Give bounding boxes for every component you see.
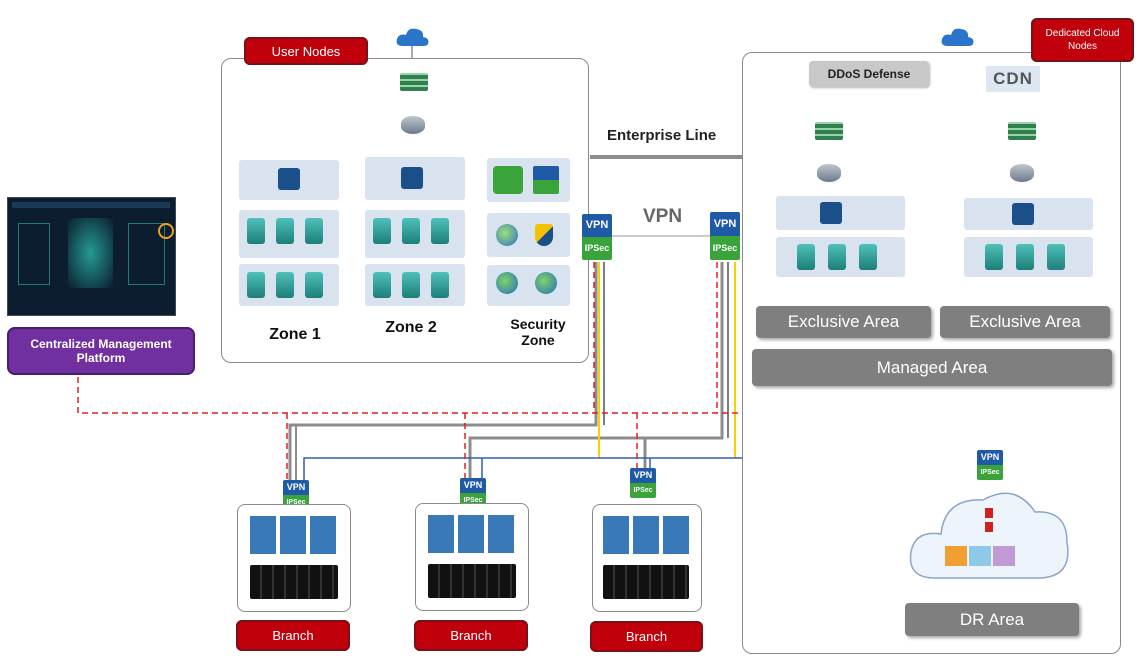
vpn-ssl-icon <box>493 166 523 194</box>
network-security-icon <box>496 224 518 246</box>
vpn-badge-bottom: IPSec <box>582 237 612 260</box>
server-icon <box>431 218 449 244</box>
globe-icon <box>535 272 557 294</box>
managed-area: Managed Area <box>752 349 1112 386</box>
server-icon <box>1016 244 1034 270</box>
cdn-box: CDN <box>986 66 1040 92</box>
firewall-icon <box>400 73 428 91</box>
shield-icon <box>535 224 553 246</box>
router-icon <box>401 116 425 134</box>
exclusive-area-2: Exclusive Area <box>940 306 1110 338</box>
router-icon <box>1010 164 1034 182</box>
ddos-label: DDoS Defense <box>827 67 911 81</box>
cloud-icon <box>941 28 974 46</box>
vpn-badge-right: VPN IPSec <box>710 212 740 260</box>
management-platform-label: Centralized Management Platform <box>7 327 195 375</box>
server-icon <box>828 244 846 270</box>
globe-icon <box>496 272 518 294</box>
server-icon <box>1047 244 1065 270</box>
dr-area-label: DR Area <box>959 609 1025 629</box>
management-label-text: Centralized Management Platform <box>30 337 172 365</box>
vpn-badge-top: VPN <box>460 478 486 493</box>
dr-area: DR Area <box>905 603 1079 636</box>
server-icon <box>431 272 449 298</box>
branch-1-nodes <box>250 516 336 554</box>
server-icon <box>859 244 877 270</box>
branch-1-tag: Branch <box>236 620 350 651</box>
branch-2-server-chassis <box>428 564 516 598</box>
vpn-label: VPN <box>643 206 683 227</box>
vpn-badge-left: VPN IPSec <box>582 214 612 260</box>
branch-3-server-chassis <box>603 565 689 599</box>
router-icon <box>817 164 841 182</box>
vpn-badge-branch-3: VPN IPSec <box>630 468 656 498</box>
server-icon <box>373 218 391 244</box>
server-icon <box>797 244 815 270</box>
switch-icon <box>820 202 842 224</box>
managed-area-label: Managed Area <box>876 357 988 377</box>
server-icon <box>402 272 420 298</box>
server-icon <box>373 272 391 298</box>
server-icon <box>402 218 420 244</box>
branch-2-label: Branch <box>450 628 492 643</box>
vpn-badge-top: VPN <box>582 214 612 237</box>
server-icon <box>276 218 294 244</box>
server-icon <box>276 272 294 298</box>
branch-2-nodes <box>428 515 514 553</box>
switch-icon <box>1012 203 1034 225</box>
management-screenshot <box>7 197 176 316</box>
dr-cloud-icon <box>909 492 1069 579</box>
vpn-badge-top: VPN <box>977 450 1003 465</box>
zone1-label: Zone 1 <box>269 326 321 343</box>
ddos-defense-box: DDoS Defense <box>809 61 929 87</box>
vpn-badge-bottom: IPSec <box>630 483 656 498</box>
exclusive-area-1-label: Exclusive Area <box>787 312 900 331</box>
server-icon <box>305 272 323 298</box>
branch-1-server-chassis <box>250 565 338 599</box>
dedicated-cloud-tag-text: Dedicated Cloud Nodes <box>1045 28 1120 52</box>
dedicated-cloud-tag: Dedicated Cloud Nodes <box>1031 18 1134 62</box>
branch-3-tag: Branch <box>590 621 703 652</box>
server-icon <box>247 218 265 244</box>
vpn-ipsec-icon <box>533 166 559 194</box>
cdn-label: CDN <box>993 69 1033 88</box>
branch-3-label: Branch <box>625 629 668 644</box>
zone2-label: Zone 2 <box>385 319 437 336</box>
branch-2-tag: Branch <box>414 620 528 651</box>
enterprise-line-label: Enterprise Line <box>607 127 717 144</box>
branch-3-nodes <box>603 516 689 554</box>
server-icon <box>985 244 1003 270</box>
firewall-icon <box>1008 122 1036 140</box>
cloud-icon <box>396 28 429 46</box>
vpn-badge-dr: VPN IPSec <box>977 450 1003 480</box>
branch-1-label: Branch <box>272 628 314 643</box>
vpn-badge-top: VPN <box>630 468 656 483</box>
vpn-badge-bottom: IPSec <box>710 236 740 260</box>
vpn-badge-top: VPN <box>710 212 740 236</box>
switch-icon <box>401 167 423 189</box>
switch-icon <box>278 168 300 190</box>
server-icon <box>305 218 323 244</box>
security-zone-label: Security Zone <box>510 316 566 348</box>
vpn-badge-bottom: IPSec <box>977 465 1003 480</box>
firewall-icon <box>815 122 843 140</box>
exclusive-area-1: Exclusive Area <box>756 306 931 338</box>
exclusive-area-2-label: Exclusive Area <box>969 312 1081 331</box>
server-icon <box>247 272 265 298</box>
user-nodes-tag-text: User Nodes <box>271 43 341 59</box>
vpn-badge-top: VPN <box>283 480 309 495</box>
user-nodes-tag: User Nodes <box>244 37 368 65</box>
